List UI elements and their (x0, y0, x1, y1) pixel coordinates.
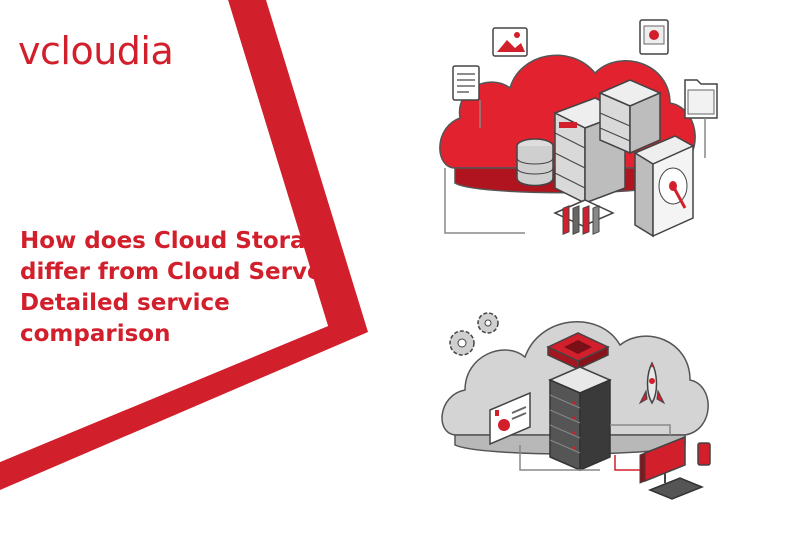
logo-text: vcloudia (18, 29, 174, 73)
folder-icon (684, 79, 718, 119)
file-folders-icon (553, 199, 615, 235)
smartphone-icon (697, 442, 711, 466)
server-rack-icon (553, 79, 662, 205)
video-file-icon (639, 19, 669, 55)
hard-drive-icon (633, 135, 695, 238)
document-icon (452, 65, 480, 101)
cloud-storage-illustration (439, 19, 718, 238)
gear-icon (449, 312, 499, 356)
rocket-icon (638, 361, 666, 405)
keyboard-icon (648, 477, 704, 500)
database-icon (516, 138, 554, 187)
image-file-icon (492, 27, 528, 57)
cpu-chip-icon (546, 332, 610, 371)
cloud-server-illustration (441, 312, 711, 500)
brand-logo[interactable]: vcloudia (18, 28, 218, 78)
desktop-monitor-icon (639, 435, 686, 484)
dashboard-chart-icon (489, 391, 531, 446)
page-title: How does Cloud Storage differ from Cloud… (20, 228, 348, 347)
server-rack-icon (548, 366, 612, 472)
